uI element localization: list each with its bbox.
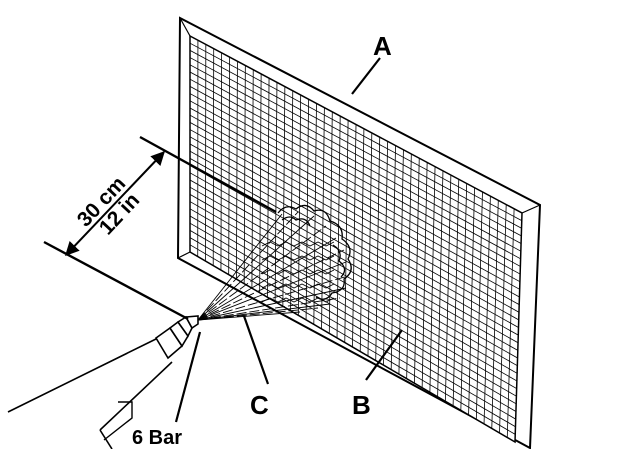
mesh-wire	[190, 201, 517, 389]
mesh-wire	[190, 122, 520, 305]
leader-line-c	[242, 315, 270, 385]
mesh-wire	[190, 107, 520, 290]
spray-stream	[197, 211, 299, 321]
spray-stream	[197, 275, 349, 321]
leader-line-b	[365, 329, 403, 381]
dimension-arrow	[65, 150, 165, 257]
mesh-wire	[190, 57, 522, 237]
label-mesh-b: B	[352, 390, 371, 420]
mesh-wire	[190, 100, 521, 283]
mesh-wire	[190, 129, 520, 313]
mesh-wire	[190, 86, 521, 267]
spray-stream	[197, 213, 283, 321]
spray-stream	[197, 249, 345, 321]
mesh-wire	[190, 194, 518, 382]
distance-dimension	[43, 135, 277, 321]
mesh-wire	[190, 143, 519, 328]
mesh-wire	[190, 158, 519, 344]
extension-line-filter	[139, 135, 277, 214]
spray-droplets	[261, 241, 335, 247]
spray-droplets	[261, 255, 335, 261]
mesh-wire	[190, 165, 518, 351]
mesh-wire	[190, 78, 521, 260]
mesh-wire	[190, 237, 516, 428]
spray-stream	[197, 287, 347, 321]
label-spray-c: C	[250, 390, 269, 420]
mesh-wire	[190, 114, 520, 298]
leader-lines	[174, 57, 403, 423]
label-frame-a: A	[373, 31, 392, 61]
spray-droplets	[261, 283, 335, 289]
mesh-wire	[190, 172, 518, 359]
spray-pattern	[197, 211, 349, 321]
mesh-wire	[190, 64, 522, 244]
spray-droplets	[261, 269, 335, 275]
spray-stream	[197, 237, 337, 321]
mesh-wire	[190, 150, 519, 336]
filter-mesh	[190, 40, 522, 438]
mesh-wire	[190, 186, 518, 374]
mesh-wire	[190, 50, 522, 229]
leader-line-pressure	[174, 331, 202, 423]
mesh-wire	[190, 71, 522, 252]
extension-line-nozzle	[43, 240, 189, 321]
mesh-wire	[190, 215, 517, 405]
spray-droplets	[261, 297, 335, 303]
leader-line-a	[351, 57, 381, 95]
spray-impact-area	[277, 204, 352, 300]
spray-stream	[197, 215, 315, 321]
spray-lance	[7, 315, 199, 449]
mesh-wire	[190, 222, 517, 412]
mesh-wire	[190, 93, 521, 275]
spray-stream	[197, 311, 301, 321]
mesh-wire	[190, 136, 519, 321]
mesh-wire	[190, 208, 517, 397]
spray-stream	[197, 303, 331, 321]
spray-stream	[197, 297, 341, 321]
spray-stream	[197, 225, 327, 321]
mesh-wire	[190, 179, 518, 367]
mesh-wire	[190, 244, 516, 435]
mesh-wire	[190, 42, 522, 221]
label-pressure: 6 Bar	[132, 427, 182, 449]
